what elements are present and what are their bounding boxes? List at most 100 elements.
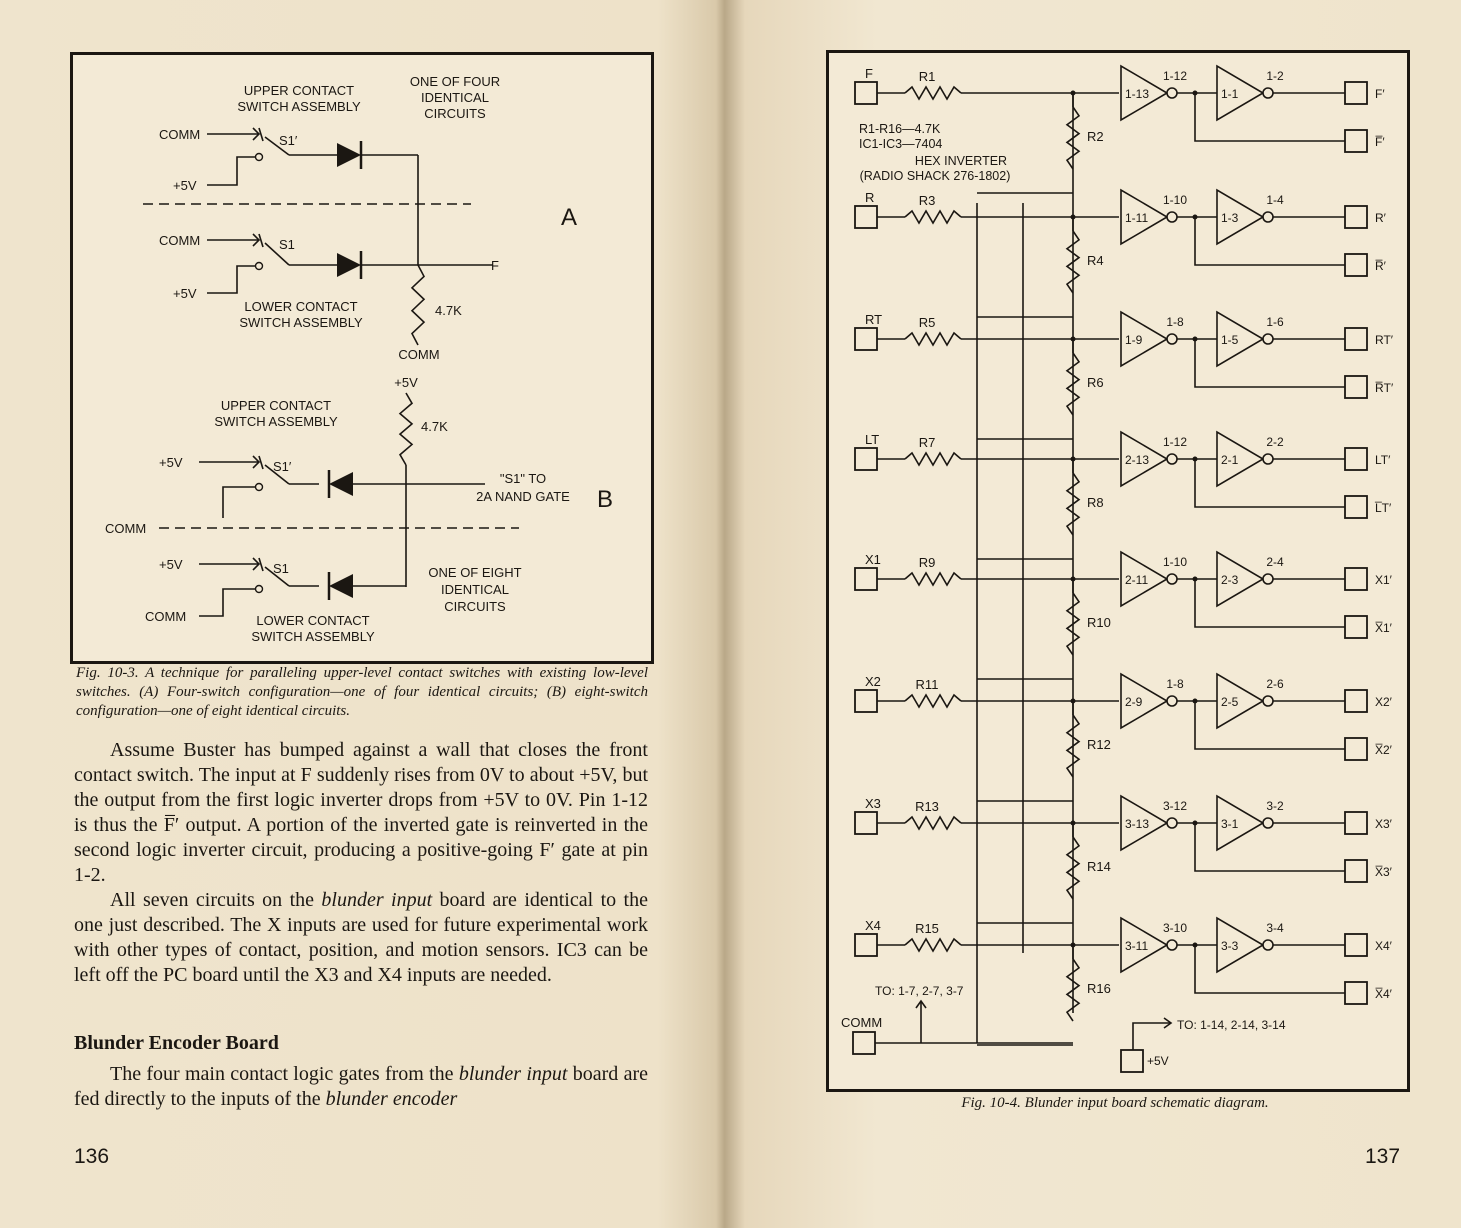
output-bar-label: R̅T′: [1375, 381, 1394, 395]
s1-prime-label: S1′: [273, 459, 292, 474]
inverter-1: 3-11: [1120, 916, 1178, 974]
wire: [1194, 701, 1345, 750]
s1-to-nand-label: 2A NAND GATE: [476, 489, 570, 504]
wire: [222, 486, 256, 518]
gate-out-label: 2-4: [1266, 555, 1284, 569]
junction-dot: [1192, 698, 1198, 704]
gate-pin-label: 2-1: [1221, 453, 1239, 467]
input-label: X1: [865, 552, 881, 567]
page-number-right: 137: [1365, 1145, 1401, 1168]
input-resistor: [904, 331, 962, 347]
gate-out-label: 2-6: [1266, 677, 1284, 691]
f-output-label: F: [491, 258, 499, 273]
output-connector: [1344, 567, 1368, 591]
input-resistor-label: R5: [919, 315, 936, 330]
comm-label: COMM: [105, 521, 146, 536]
plus5v-label: +5V: [1147, 1054, 1169, 1068]
inverter-bubble: [1166, 573, 1178, 585]
gate-pin-label: 1-13: [1125, 87, 1149, 101]
output-bar-connector: [1344, 375, 1368, 399]
wire: [199, 588, 256, 617]
gate-pin-label: 2-3: [1221, 573, 1239, 587]
input-resistor-label: R1: [919, 69, 936, 84]
gate-out-label: 2-2: [1266, 435, 1284, 449]
s1-prime-label: S1′: [279, 133, 298, 148]
output-connector: [1344, 205, 1368, 229]
upper-contact-label: UPPER CONTACT: [244, 83, 354, 98]
to-ground-label: TO: 1-7, 2-7, 3-7: [875, 984, 964, 998]
page-number-left: 136: [74, 1145, 110, 1168]
gate-pin-label: 1-11: [1125, 211, 1148, 225]
parts-note: HEX INVERTER: [915, 154, 1007, 168]
resistor-4-7k: [410, 264, 426, 346]
diode-body: [329, 472, 353, 496]
inverter-2: 2-5: [1216, 672, 1274, 730]
input-resistor: [904, 451, 962, 467]
lower-contact-label: LOWER CONTACT: [244, 299, 357, 314]
pull-resistor-label: R10: [1087, 615, 1111, 630]
vcc-connector: [1120, 1049, 1144, 1073]
input-resistor-label: R9: [919, 555, 936, 570]
output-bar-label: X̅1′: [1375, 621, 1393, 635]
figure-10-3-caption: Fig. 10-3. A technique for paralleling u…: [76, 665, 648, 719]
inverter-body: [1216, 188, 1265, 246]
inverter-bubble: [1262, 453, 1274, 465]
s1-label: S1: [279, 237, 295, 252]
inverter-1: 1-11: [1120, 188, 1178, 246]
output-label: LT′: [1375, 453, 1391, 467]
switch-blade: [264, 136, 290, 156]
diode-lower-b: [327, 572, 353, 600]
upper-contact-label: UPPER CONTACT: [221, 398, 331, 413]
pull-resistor: [1065, 472, 1081, 536]
inverter-bubble: [1166, 453, 1178, 465]
wire: [1194, 459, 1345, 508]
gate-pin-label: 1-3: [1221, 211, 1239, 225]
inverter-body: [1216, 672, 1265, 730]
pull-resistor-label: R8: [1087, 495, 1104, 510]
parts-note: R1-R16—4.7K: [859, 122, 941, 136]
wire: [207, 265, 256, 294]
gate-pin-label: 3-13: [1125, 817, 1149, 831]
plus5v-label: +5V: [159, 557, 183, 572]
wire: [1194, 93, 1345, 142]
output-bar-label: L̅T′: [1374, 501, 1392, 515]
input-label: X3: [865, 796, 881, 811]
inverter-body: [1216, 310, 1265, 368]
upper-contact-label: SWITCH ASSEMBLY: [214, 414, 338, 429]
s1-label: S1: [273, 561, 289, 576]
diode-body: [329, 574, 353, 598]
pull-resistor: [1065, 352, 1081, 416]
gate-pin-label: 1-5: [1221, 333, 1239, 347]
switch-blade: [264, 242, 290, 266]
gate-out-label: 1-8: [1166, 677, 1184, 691]
output-label: X2′: [1375, 695, 1393, 709]
inverter-bubble: [1262, 817, 1274, 829]
inverter-bubble: [1262, 695, 1274, 707]
input-resistor: [904, 571, 962, 587]
output-connector: [1344, 327, 1368, 351]
plus5v-label: +5V: [159, 455, 183, 470]
wire: [258, 557, 264, 572]
gate-out-label: 3-2: [1266, 799, 1284, 813]
input-resistor: [904, 85, 962, 101]
s1-to-nand-label: "S1" TO: [500, 471, 546, 486]
one-of-four-label: CIRCUITS: [424, 106, 486, 121]
junction-dot: [1192, 820, 1198, 826]
output-bar-label: X̅3′: [1375, 865, 1393, 879]
upper-contact-label: SWITCH ASSEMBLY: [237, 99, 361, 114]
plus5v-label: +5V: [173, 178, 197, 193]
wire: [1194, 339, 1345, 388]
lower-contact-label: LOWER CONTACT: [256, 613, 369, 628]
inverter-bubble: [1166, 939, 1178, 951]
inverter-body: [1216, 430, 1265, 488]
wire: [1194, 217, 1345, 266]
parts-note: IC1-IC3—7404: [859, 137, 942, 151]
output-bar-label: X̅4′: [1375, 987, 1393, 1001]
wire: [252, 233, 261, 247]
inverter-body: [1216, 64, 1265, 122]
input-resistor-label: R11: [916, 677, 939, 692]
pull-resistor: [1065, 106, 1081, 170]
